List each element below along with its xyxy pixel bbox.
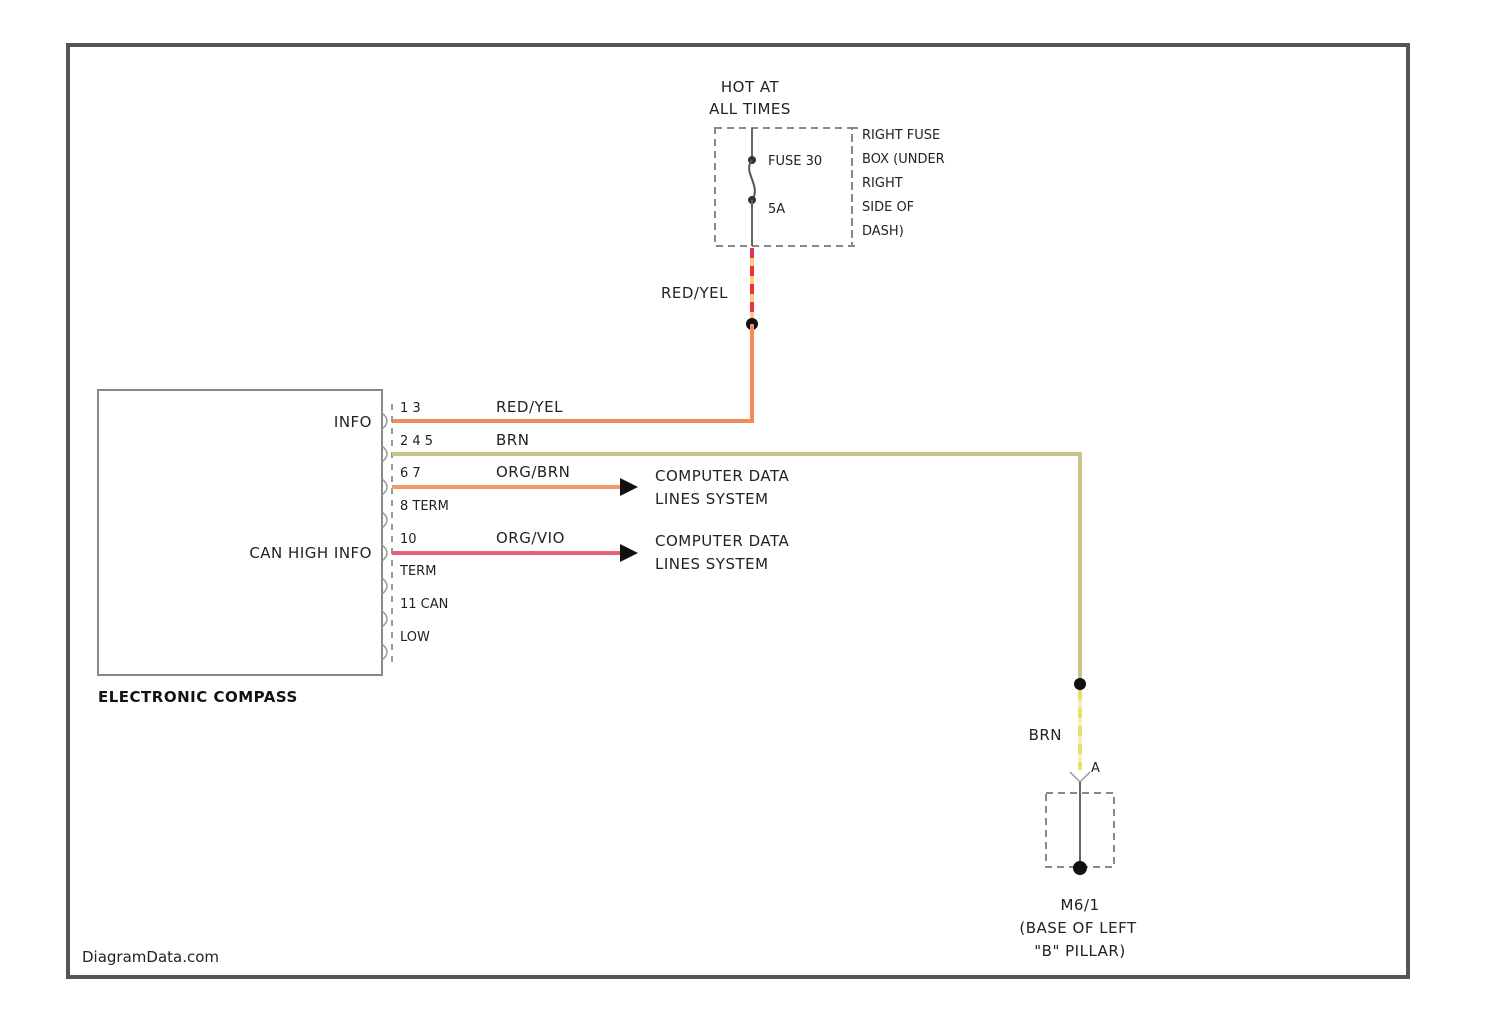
wire-label-org-brn: ORG/BRN	[496, 463, 570, 481]
ground-location-line1: (BASE OF LEFT	[1019, 919, 1137, 937]
wire-label-brn: BRN	[496, 431, 529, 449]
watermark-text: DiagramData.com	[82, 948, 219, 966]
pin-label-4: 8 TERM	[400, 499, 449, 514]
fuse-box-location-line5: DASH)	[862, 224, 904, 239]
pin-label-6: TERM	[399, 564, 436, 579]
pin-label-5: 10	[400, 532, 417, 547]
fuse-box-location-line2: BOX (UNDER	[862, 152, 945, 167]
pin-label-2: 2 4 5	[400, 434, 433, 449]
fuse-number: FUSE 30	[768, 154, 822, 169]
power-wire-label: RED/YEL	[661, 284, 728, 302]
destination-2-line2: LINES SYSTEM	[655, 555, 769, 573]
diagram-frame	[68, 45, 1408, 977]
destination-2-line1: COMPUTER DATA	[655, 532, 789, 550]
fuse-box-bracket	[852, 128, 858, 246]
wire-label-org-vio: ORG/VIO	[496, 529, 565, 547]
ground-wire-label: BRN	[1029, 726, 1062, 744]
arrow-to-data-lines-1	[620, 478, 638, 496]
module-pin-info-label: INFO	[334, 413, 372, 431]
ground-point-dot	[1073, 861, 1087, 875]
hot-at-all-times-line1: HOT AT	[721, 78, 780, 96]
module-name: ELECTRONIC COMPASS	[98, 688, 298, 706]
wire-red-yel	[392, 324, 752, 421]
fuse-element-icon	[749, 160, 755, 200]
pin-label-8: LOW	[400, 630, 430, 645]
module-pin-can-label: CAN HIGH INFO	[249, 544, 372, 562]
arrow-to-data-lines-2	[620, 544, 638, 562]
fuse-box-outline	[715, 128, 852, 246]
ground-connector-icon	[1070, 772, 1090, 782]
fuse-box-location-line3: RIGHT	[862, 176, 903, 191]
destination-1-line1: COMPUTER DATA	[655, 467, 789, 485]
fuse-amps: 5A	[768, 202, 785, 217]
pin-label-7: 11 CAN	[400, 597, 448, 612]
pin-label-3: 6 7	[400, 466, 421, 481]
hot-at-all-times-line2: ALL TIMES	[709, 100, 791, 118]
pin-label-1: 1 3	[400, 401, 421, 416]
wire-label-red-yel: RED/YEL	[496, 398, 563, 416]
destination-1-line2: LINES SYSTEM	[655, 490, 769, 508]
electronic-compass-module	[98, 390, 382, 675]
ground-id: M6/1	[1060, 896, 1099, 914]
ground-connector-pin: A	[1091, 761, 1100, 776]
ground-splice-dot	[1074, 678, 1086, 690]
fuse-box-location-line1: RIGHT FUSE	[862, 128, 940, 143]
ground-location-line2: "B" PILLAR)	[1034, 942, 1125, 960]
fuse-box-location-line4: SIDE OF	[862, 200, 914, 215]
